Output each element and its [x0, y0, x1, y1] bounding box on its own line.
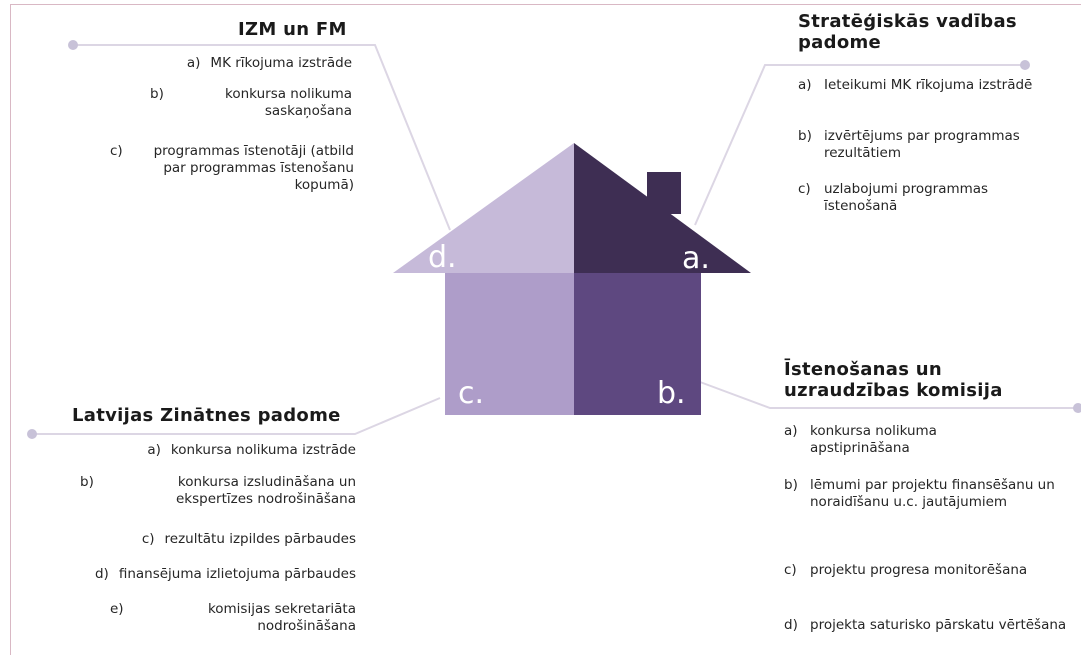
item-text: komisijas sekretariāta nodrošināšana: [207, 601, 356, 634]
group-title-svp: Stratēģiskās vadības padome: [798, 11, 1017, 53]
item-text: rezultātu izpildes pārbaudes: [164, 531, 356, 547]
house-quadrant-c: [445, 280, 574, 415]
connector-svp: [694, 64, 1025, 226]
list-item-iuk-a: a) konkursa nolikuma apstiprināšana: [784, 423, 1034, 457]
list-item-svp-a: a) Ieteikumi MK rīkojuma izstrādē: [798, 77, 1048, 94]
item-text: projekta saturisko pārskatu vērtēšana: [810, 617, 1067, 633]
item-marker: d): [94, 566, 109, 582]
list-item-lzp-d: d) finansējuma izlietojuma pārbaudes: [14, 566, 356, 583]
item-text: izvērtējums par programmas rezultātiem: [824, 128, 1020, 161]
list-item-izm-a: a) MK rīkojuma izstrāde: [90, 55, 352, 72]
list-item-lzp-b: b) konkursa izsludināšana un ekspertīzes…: [80, 474, 356, 508]
list-item-lzp-c: c) rezultātu izpildes pārbaudes: [40, 531, 356, 548]
item-marker: c): [110, 143, 123, 159]
item-text: lēmumi par projektu finansēšanu un norai…: [810, 477, 1055, 510]
house-label-d: d.: [428, 240, 457, 275]
item-text: uzlabojumi programmas īstenošanā: [824, 181, 989, 214]
item-text: programmas īstenotāji (atbild par progra…: [153, 143, 354, 193]
item-marker: c): [141, 531, 155, 547]
list-item-lzp-e: e) komisijas sekretariāta nodrošināšana: [110, 601, 356, 635]
item-text: Ieteikumi MK rīkojuma izstrādē: [824, 77, 1033, 93]
connector-izm: [73, 44, 451, 231]
list-item-svp-c: c) uzlabojumi programmas īstenošanā: [798, 181, 1060, 215]
item-text: konkursa nolikuma saskaņošana: [225, 86, 352, 119]
connector-lzp: [32, 397, 441, 435]
item-marker: a): [147, 442, 161, 458]
list-item-iuk-b: b) lēmumi par projektu finansēšanu un no…: [784, 477, 1074, 511]
item-marker: a): [186, 55, 201, 71]
list-item-iuk-c: c) projektu progresa monitorēšana: [784, 562, 1034, 579]
frame-border-top: [10, 4, 1081, 5]
item-text: MK rīkojuma izstrāde: [210, 55, 352, 71]
list-item-izm-c: c) programmas īstenotāji (atbild par pro…: [110, 143, 354, 194]
item-marker: c): [798, 181, 811, 197]
list-item-lzp-a: a) konkursa nolikuma izstrāde: [40, 442, 356, 459]
house-wall-top-left: [445, 273, 574, 280]
house-quadrant-b: [574, 280, 701, 415]
item-marker: c): [784, 562, 797, 578]
house-roof-left: [393, 143, 574, 273]
group-title-iuk: Īstenošanas un uzraudzības komisija: [784, 359, 1003, 401]
connector-dot-svp: [1020, 60, 1030, 70]
item-marker: b): [80, 474, 94, 490]
item-marker: a): [798, 77, 812, 93]
item-marker: b): [150, 86, 164, 102]
group-title-lzp: Latvijas Zinātnes padome: [72, 405, 341, 426]
item-text: projektu progresa monitorēšana: [810, 562, 1028, 578]
item-marker: b): [798, 128, 812, 144]
connector-dot-izm: [68, 40, 78, 50]
item-text: konkursa izsludināšana un ekspertīzes no…: [176, 474, 356, 507]
item-marker: e): [110, 601, 124, 617]
group-title-izm: IZM un FM: [238, 19, 347, 40]
house-chimney: [647, 172, 681, 214]
item-text: konkursa nolikuma apstiprināšana: [810, 423, 937, 456]
list-item-iuk-d: d) projekta saturisko pārskatu vērtēšana: [784, 617, 1074, 634]
frame-border-left: [10, 4, 11, 655]
item-text: konkursa nolikuma izstrāde: [170, 442, 356, 458]
item-marker: a): [784, 423, 798, 439]
list-item-izm-b: b) konkursa nolikuma saskaņošana: [150, 86, 352, 120]
list-item-svp-b: b) izvērtējums par programmas rezultātie…: [798, 128, 1068, 162]
connector-dot-lzp: [27, 429, 37, 439]
item-marker: b): [784, 477, 798, 493]
item-marker: d): [784, 617, 798, 633]
house-label-b: b.: [657, 376, 686, 411]
house-wall-top-right: [574, 273, 701, 280]
connector-dot-iuk: [1073, 403, 1081, 413]
item-text: finansējuma izlietojuma pārbaudes: [118, 566, 356, 582]
house-label-c: c.: [458, 376, 485, 411]
connector-iuk: [699, 381, 1079, 409]
house-label-a: a.: [682, 241, 710, 276]
